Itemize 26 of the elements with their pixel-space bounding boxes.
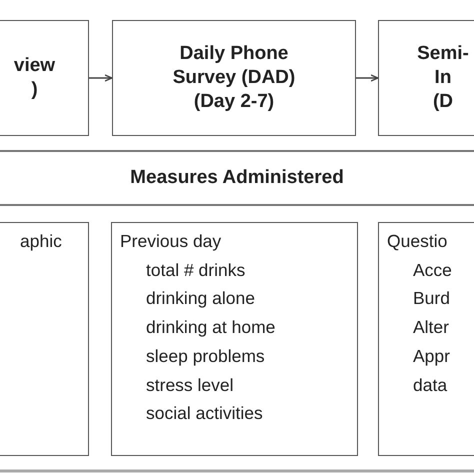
list-heading: aphic [20,230,63,253]
list-heading: Previous day [120,230,222,253]
section-band [0,150,474,206]
list-item: social activities [145,402,264,426]
list-item: drinking at home [145,316,276,340]
measures-box [378,222,474,456]
list-item: Burd [412,287,451,310]
step-label: Semi- In (D [416,42,470,114]
section-heading: Measures Administered [130,167,344,189]
process-box [0,20,89,136]
arrow [356,74,379,82]
process-box [378,20,474,136]
list-item: Acce [412,258,453,282]
list-item: stress level [145,374,235,397]
list-heading: Questio [387,230,448,253]
list-item: sleep problems [145,344,266,368]
process-box [112,20,356,136]
list-item: data [412,374,448,397]
list-item: Appr [412,344,451,368]
arrow [89,74,113,82]
list-item: drinking alone [145,287,256,310]
list-item: total # drinks [145,258,246,282]
list-item: Alter [412,316,450,340]
step-label: Daily Phone Survey (DAD) (Day 2-7) [172,42,296,114]
step-label: view ) [12,54,56,102]
measures-box [111,222,358,456]
